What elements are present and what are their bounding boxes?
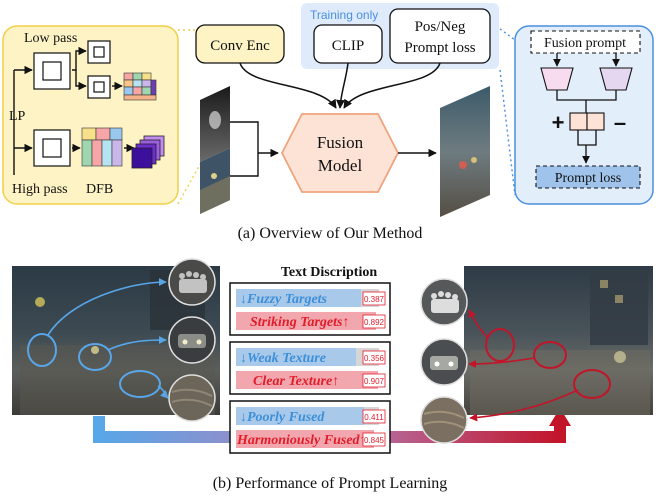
fusion-prompt-box bbox=[530, 30, 641, 54]
highpass-square-icon bbox=[33, 129, 71, 167]
text-description-title: Text Discription bbox=[281, 265, 378, 280]
right-crops bbox=[420, 278, 468, 444]
negative-prompt-text: ↓Poorly Fused bbox=[240, 410, 325, 425]
fused-output-image bbox=[440, 86, 490, 217]
lowpass-square-icon bbox=[33, 52, 71, 90]
converging-arrows bbox=[239, 62, 441, 109]
conv-enc-label: Conv Enc bbox=[210, 38, 270, 54]
conv-enc-block: Conv Enc bbox=[195, 24, 285, 64]
small-dfb-grid-icon bbox=[123, 72, 157, 101]
left-crops bbox=[168, 258, 216, 422]
negative-score: 0.387 bbox=[364, 295, 385, 304]
training-only-label: Training only bbox=[310, 8, 378, 22]
left-crop-road bbox=[168, 374, 216, 422]
prompt-loss-label: Prompt loss bbox=[404, 40, 475, 56]
fusion-prompt-label: Fusion prompt bbox=[544, 36, 626, 51]
model-label: Model bbox=[318, 156, 363, 175]
overview-caption: (a) Overview of Our Method bbox=[238, 225, 423, 242]
right-crop-road bbox=[420, 396, 468, 444]
low-pass-label: Low pass bbox=[24, 31, 77, 46]
training-only-panel: Training only CLIP Pos/Neg Prompt loss bbox=[301, 3, 499, 69]
prompt-loss-box bbox=[535, 165, 641, 189]
input-images bbox=[200, 86, 230, 214]
sub-highpass-square-icon bbox=[87, 75, 111, 99]
text-description-group-2: ↓Weak Texture Clear Texture↑ 0.356 0.907 bbox=[229, 341, 391, 395]
pos-neg-label: Pos/Neg bbox=[415, 19, 466, 35]
negative-prompt-text: ↓Weak Texture bbox=[240, 351, 326, 366]
road-highlight-ring bbox=[119, 370, 161, 398]
left-pointer-arrows bbox=[47, 278, 169, 399]
prompt-loss-output-label: Prompt loss bbox=[555, 171, 622, 186]
car-highlight-ring bbox=[533, 341, 567, 369]
positive-score: 0.907 bbox=[364, 377, 385, 386]
negative-score: 0.356 bbox=[364, 354, 385, 363]
people-highlight-ring bbox=[27, 333, 57, 367]
positive-score: 0.845 bbox=[364, 436, 385, 445]
sub-lowpass-square-icon bbox=[87, 40, 111, 64]
plus-sign: + bbox=[552, 110, 565, 135]
large-dfb-grid-icon bbox=[81, 127, 123, 167]
positive-encoder-trapezoid bbox=[540, 67, 574, 91]
people-highlight-ring bbox=[485, 328, 515, 362]
minus-sign: – bbox=[614, 110, 626, 135]
positive-prompt-text: Clear Texture↑ bbox=[253, 374, 339, 389]
stacked-feature-cube-icon bbox=[131, 135, 165, 169]
positive-score: 0.892 bbox=[364, 318, 385, 327]
negative-encoder-trapezoid bbox=[599, 67, 633, 91]
right-fused-scene bbox=[464, 266, 653, 415]
fusion-label: Fusion bbox=[317, 133, 364, 152]
positive-prompt-text: Harmoniously Fused↑ bbox=[236, 433, 367, 448]
road-highlight-ring bbox=[573, 369, 611, 399]
negative-feature-box bbox=[586, 112, 605, 131]
positive-feature-box bbox=[569, 112, 588, 131]
lp-label: LP bbox=[9, 109, 26, 124]
performance-caption: (b) Performance of Prompt Learning bbox=[213, 475, 448, 492]
negative-prompt-text: ↓Fuzzy Targets bbox=[240, 292, 328, 307]
fusion-model-block: Fusion Model bbox=[280, 113, 400, 193]
dfb-label: DFB bbox=[86, 182, 113, 197]
positive-prompt-text: Striking Targets↑ bbox=[250, 315, 349, 330]
negative-score: 0.411 bbox=[364, 413, 384, 422]
decomposition-panel: Low pass LP High pass DFB bbox=[2, 25, 179, 205]
car-highlight-ring bbox=[78, 343, 112, 371]
clip-label: CLIP bbox=[332, 38, 365, 54]
text-description-group-1: ↓Fuzzy Targets Striking Targets↑ 0.387 0… bbox=[229, 282, 391, 336]
prompt-panel: Fusion prompt + – Prompt loss bbox=[514, 25, 654, 205]
high-pass-label: High pass bbox=[12, 182, 68, 197]
text-description-group-3: ↓Poorly Fused Harmoniously Fused↑ 0.411 … bbox=[229, 400, 391, 454]
right-pointer-arrows bbox=[468, 309, 579, 422]
